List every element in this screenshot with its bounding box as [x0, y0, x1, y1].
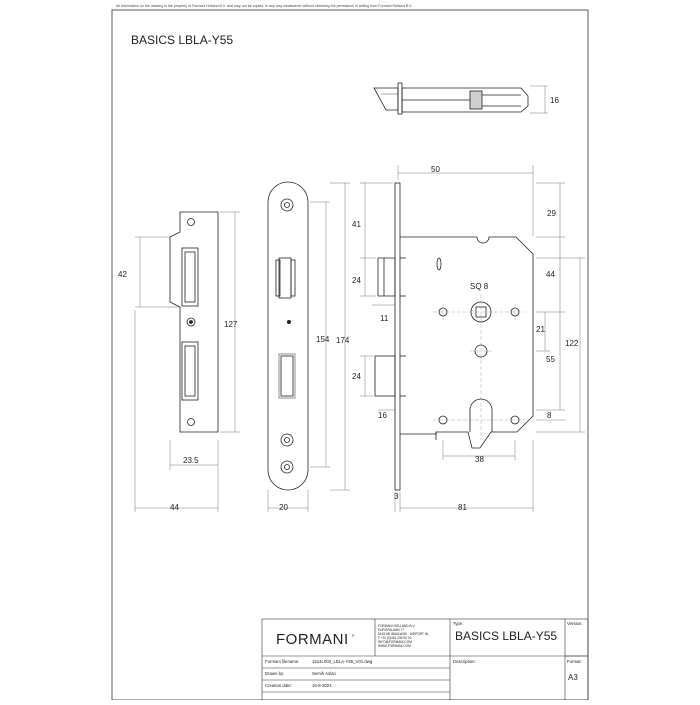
filename-value: 1514L003_LBLA-Y55_V01.dwg	[312, 659, 373, 664]
faceplate-dims	[267, 182, 350, 512]
top-view-dim-16	[530, 85, 548, 114]
dim-label-20: 20	[279, 503, 288, 512]
dim-label-29: 29	[547, 209, 556, 218]
drawing-title: BASICS LBLA-Y55	[131, 33, 234, 47]
dim-label-21: 21	[536, 325, 545, 334]
dim-label-24-bolt: 24	[352, 372, 361, 381]
type-label: Type:	[453, 621, 464, 626]
dim-label-154: 154	[316, 335, 330, 344]
lock-body	[374, 182, 534, 491]
dim-label-23-5: 23.5	[183, 456, 199, 465]
company-line-3: 5145 AB WAALWIJK - AIRPORT NL	[378, 632, 429, 636]
faceplate	[267, 181, 309, 491]
top-view-latch	[373, 82, 529, 115]
dim-label-38: 38	[475, 455, 484, 464]
dim-label-50: 50	[431, 165, 440, 174]
strike-plate-dims	[134, 211, 240, 512]
format-value: A3	[568, 673, 578, 682]
company-line-5: INFO@FORMANI.COM	[378, 640, 412, 644]
dim-label-16: 16	[378, 411, 387, 420]
format-label: Format:	[567, 659, 582, 664]
company-line-4: T +31 (0)416 336 90 00	[378, 636, 412, 640]
dim-label-44: 44	[546, 270, 555, 279]
description-label: Description:	[453, 659, 476, 664]
dim-label-16-top: 16	[550, 96, 559, 105]
dim-label-127: 127	[224, 320, 238, 329]
copyright-notice: All information on the drawing is the pr…	[116, 4, 413, 8]
dim-label-11: 11	[380, 314, 389, 323]
dim-label-sq8: SQ 8	[470, 282, 489, 291]
company-line-2: EUROPALAAN 77	[378, 628, 404, 632]
lock-body-centerlines	[433, 294, 525, 440]
dim-label-174: 174	[336, 336, 350, 345]
dim-label-55: 55	[546, 355, 555, 364]
type-value: BASICS LBLA-Y55	[455, 629, 557, 643]
dim-label-42: 42	[118, 270, 127, 279]
strike-plate	[169, 211, 219, 433]
company-line-6: WWW.FORMANI.COM	[378, 644, 411, 648]
dim-label-3: 3	[394, 492, 399, 501]
drawn-by-label: Drawn by:	[265, 671, 284, 676]
formani-logo: FORMANI	[276, 631, 349, 648]
drawn-by-value: Semih Aslan	[312, 671, 336, 676]
company-line-1: FORMANI HOLLAND B.V.	[378, 624, 416, 628]
dim-label-122: 122	[565, 339, 579, 348]
creation-date-value: 16-8-2024	[312, 683, 332, 688]
filename-label: Formani filename:	[265, 659, 299, 664]
formani-logo-mark: ®	[352, 634, 355, 638]
dim-label-41: 41	[352, 220, 361, 229]
creation-date-label: Creation date:	[265, 683, 292, 688]
version-label: Version:	[567, 621, 583, 626]
dim-label-81: 81	[458, 503, 467, 512]
dim-label-44-bottom: 44	[170, 503, 179, 512]
lock-body-dims	[360, 165, 585, 512]
dim-label-8: 8	[547, 411, 552, 420]
dim-label-24-latch: 24	[352, 276, 361, 285]
